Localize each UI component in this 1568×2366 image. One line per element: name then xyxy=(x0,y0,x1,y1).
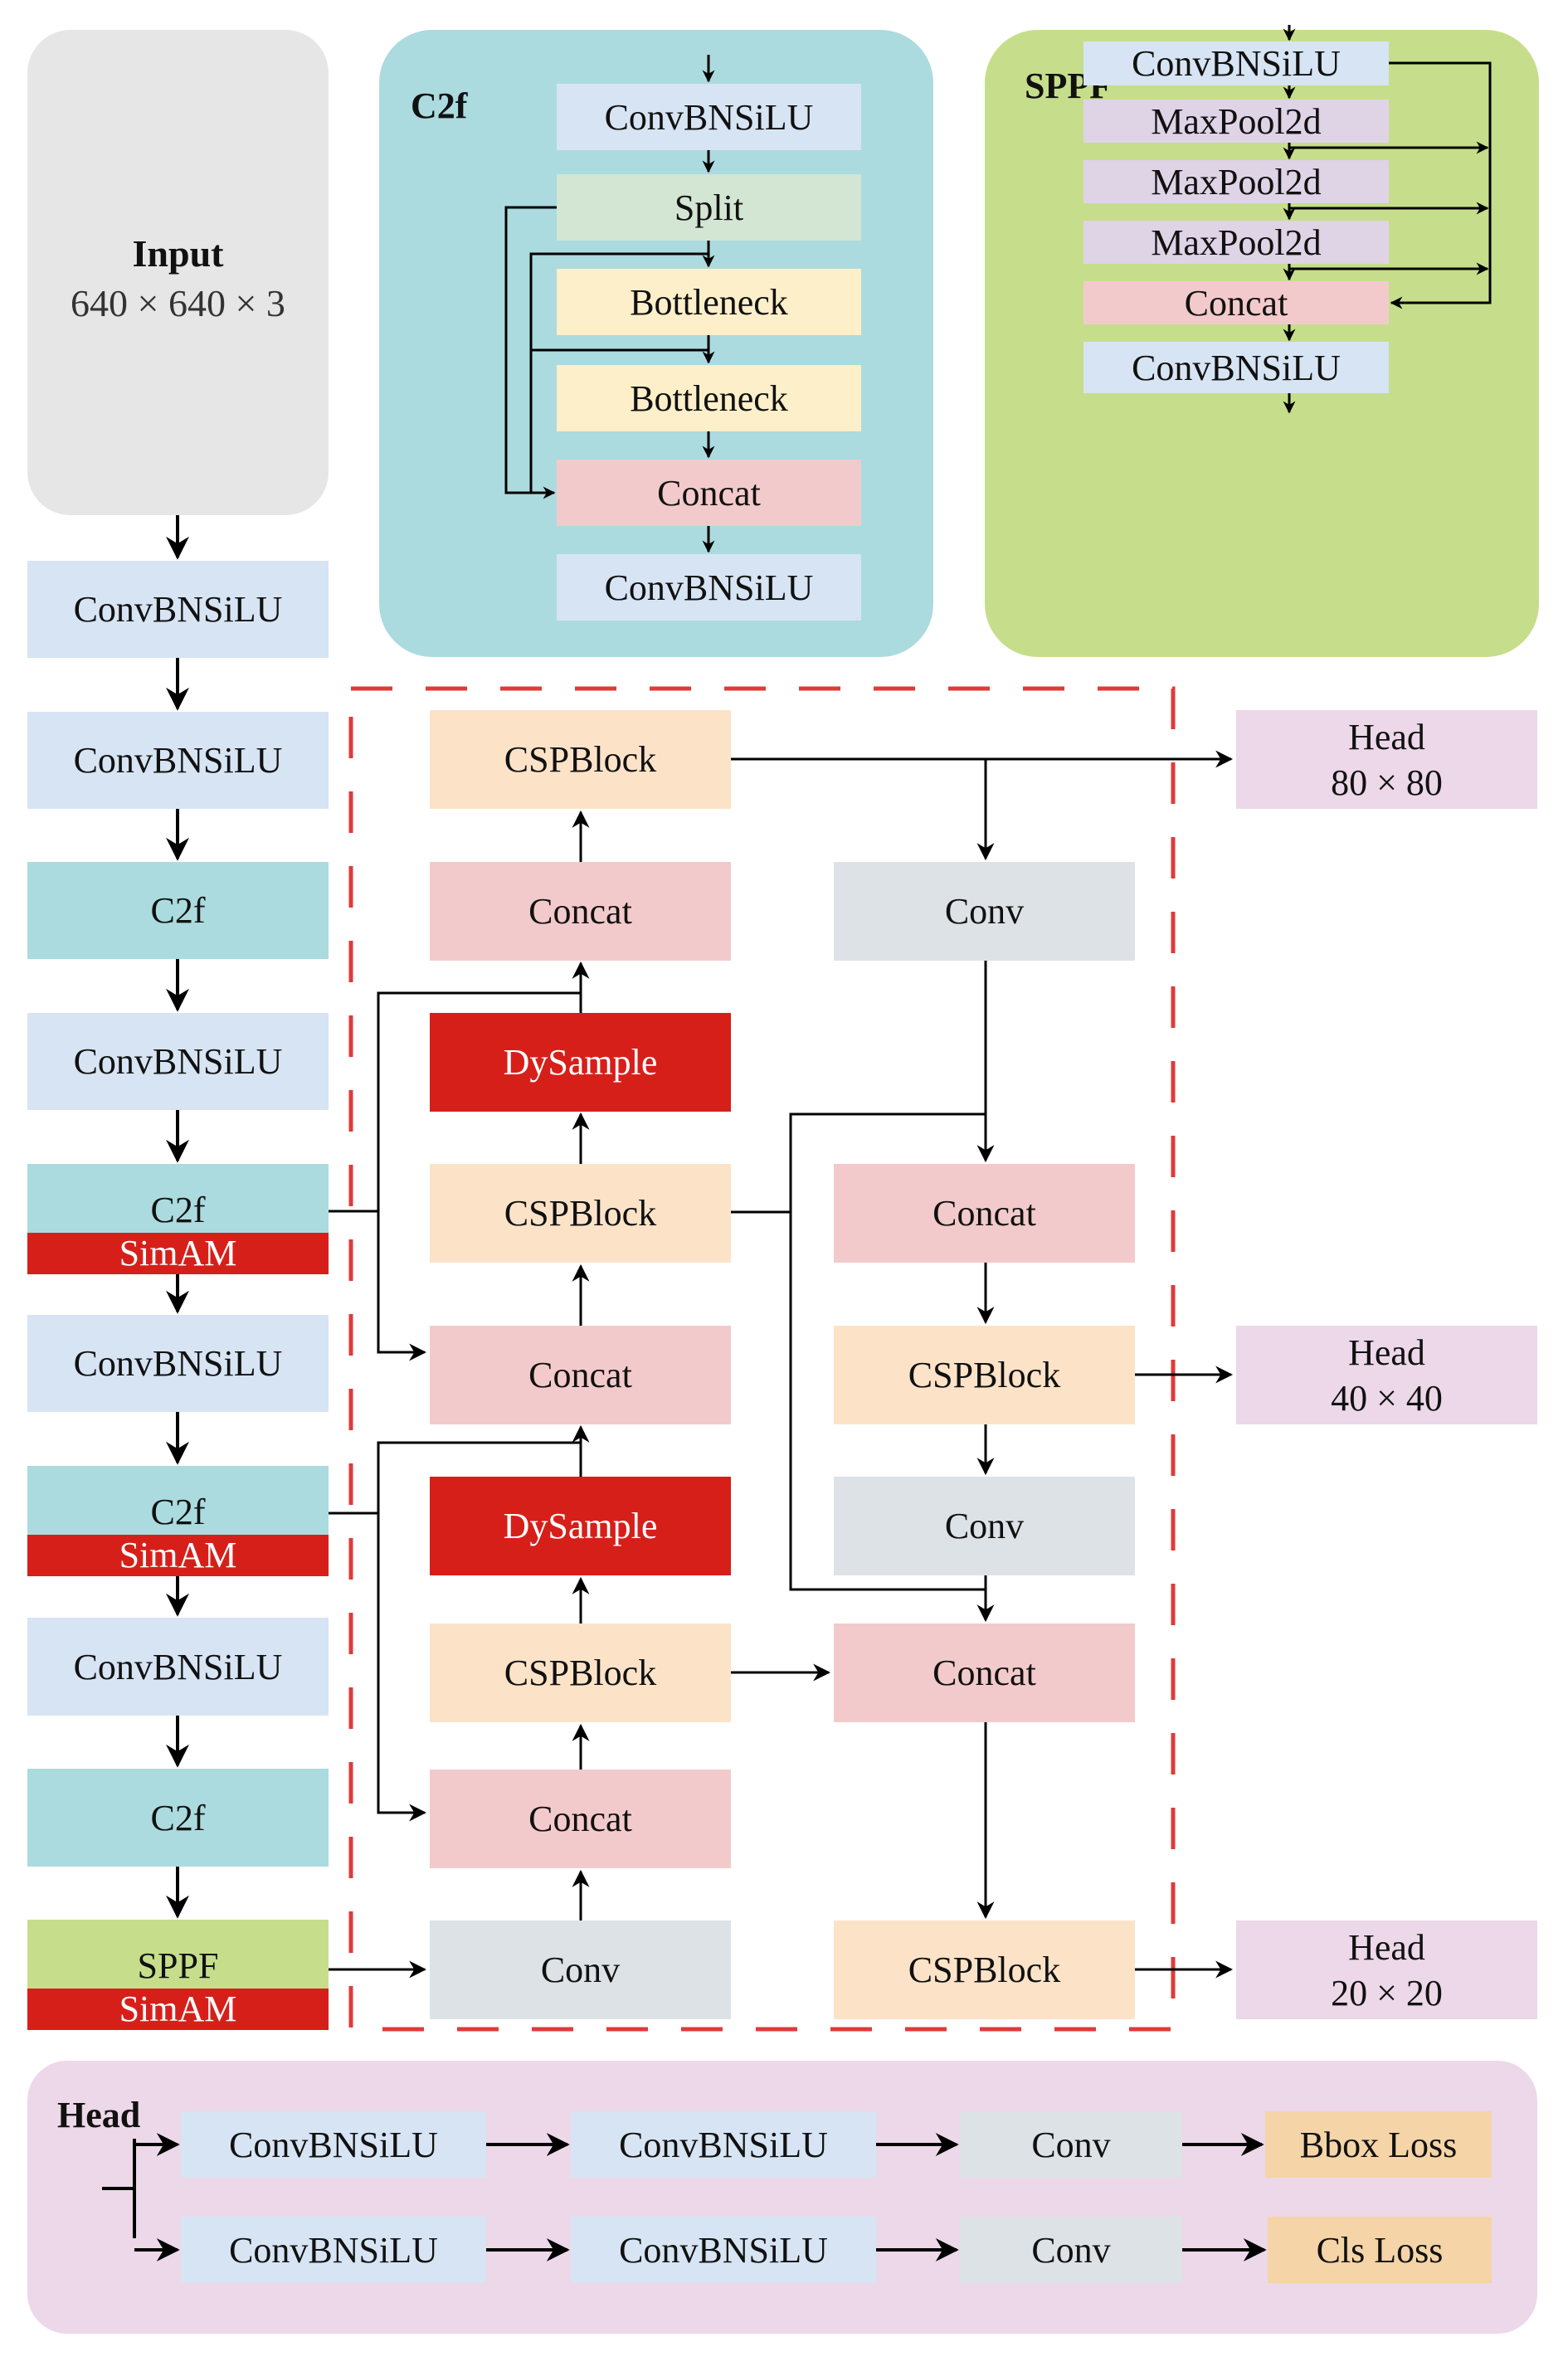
head-row2-cls-loss: Cls Loss xyxy=(1268,2217,1492,2283)
simam-badge: SimAM xyxy=(27,1989,329,2030)
sppf-block-maxpool-2: MaxPool2d xyxy=(1083,160,1389,203)
backbone-c2f-simam-1: C2f SimAM xyxy=(27,1164,329,1274)
backbone-c2f-simam-2: C2f SimAM xyxy=(27,1466,329,1576)
c2f-block-concat: Concat xyxy=(557,460,861,526)
neck-dysample-1: DySample xyxy=(430,1013,731,1112)
head-20: Head 20 × 20 xyxy=(1236,1921,1537,2019)
head-row2-convbnsilu-1: ConvBNSiLU xyxy=(181,2217,486,2283)
neck-dashed-border xyxy=(348,686,1176,2032)
neck-concat-3: Concat xyxy=(430,1770,731,1868)
c2f-block-split: Split xyxy=(557,174,861,241)
neck-dysample-2: DySample xyxy=(430,1477,731,1575)
sppf-block-conv-out: ConvBNSiLU xyxy=(1083,342,1389,393)
input-panel: Input 640 × 640 × 3 xyxy=(27,30,329,515)
head-row1-convbnsilu-2: ConvBNSiLU xyxy=(571,2111,876,2178)
c2f-panel-title: C2f xyxy=(411,85,468,126)
head-title: Head xyxy=(1348,1331,1425,1373)
pan-concat-1: Concat xyxy=(834,1164,1135,1263)
pan-csp-1: CSPBlock xyxy=(834,1326,1135,1424)
backbone-convbnsilu-4: ConvBNSiLU xyxy=(27,1315,329,1412)
c2f-label: C2f xyxy=(150,1492,206,1532)
backbone-c2f-2: C2f xyxy=(27,1769,329,1867)
head-title: Head xyxy=(1348,1926,1425,1968)
head-row1-conv: Conv xyxy=(960,2111,1182,2178)
simam-badge: SimAM xyxy=(27,1233,329,1274)
head-row2-convbnsilu-2: ConvBNSiLU xyxy=(571,2217,876,2283)
head-40: Head 40 × 40 xyxy=(1236,1326,1537,1424)
backbone-convbnsilu-5: ConvBNSiLU xyxy=(27,1618,329,1716)
neck-concat-1: Concat xyxy=(430,862,731,961)
c2f-block-conv-out: ConvBNSiLU xyxy=(557,554,861,621)
sppf-block-maxpool-1: MaxPool2d xyxy=(1083,100,1389,143)
head-row2-conv: Conv xyxy=(960,2217,1182,2283)
c2f-block-bottleneck-2: Bottleneck xyxy=(557,365,861,431)
c2f-block-conv-in: ConvBNSiLU xyxy=(557,84,861,150)
backbone-c2f-1: C2f xyxy=(27,862,329,959)
simam-badge: SimAM xyxy=(27,1535,329,1576)
backbone-convbnsilu-1: ConvBNSiLU xyxy=(27,561,329,658)
head-size: 80 × 80 xyxy=(1331,762,1443,803)
sppf-block-conv-in: ConvBNSiLU xyxy=(1083,41,1389,85)
pan-conv-1: Conv xyxy=(834,862,1135,961)
neck-csp-3: CSPBlock xyxy=(430,1624,731,1722)
sppf-label: SPPF xyxy=(137,1945,219,1986)
neck-conv-bottom: Conv xyxy=(430,1921,731,2019)
sppf-block-maxpool-3: MaxPool2d xyxy=(1083,221,1389,264)
head-80: Head 80 × 80 xyxy=(1236,710,1537,809)
head-size: 20 × 20 xyxy=(1331,1972,1443,2013)
input-title: Input xyxy=(132,232,224,275)
c2f-label: C2f xyxy=(150,1190,206,1230)
head-panel: Head xyxy=(27,2061,1537,2334)
neck-csp-2: CSPBlock xyxy=(430,1164,731,1263)
head-size: 40 × 40 xyxy=(1331,1377,1443,1419)
backbone-convbnsilu-3: ConvBNSiLU xyxy=(27,1013,329,1110)
neck-csp-top: CSPBlock xyxy=(430,710,731,809)
pan-conv-2: Conv xyxy=(834,1477,1135,1575)
head-title: Head xyxy=(1348,716,1425,757)
pan-csp-2: CSPBlock xyxy=(834,1921,1135,2019)
input-size: 640 × 640 × 3 xyxy=(71,282,285,324)
head-row1-bbox-loss: Bbox Loss xyxy=(1265,2111,1492,2178)
head-row1-convbnsilu-1: ConvBNSiLU xyxy=(181,2111,486,2178)
c2f-block-bottleneck-1: Bottleneck xyxy=(557,269,861,335)
head-panel-title: Head xyxy=(57,2095,141,2135)
neck-concat-2: Concat xyxy=(430,1326,731,1424)
pan-concat-2: Concat xyxy=(834,1624,1135,1722)
backbone-sppf-simam: SPPF SimAM xyxy=(27,1920,329,2030)
sppf-block-concat: Concat xyxy=(1083,281,1389,324)
backbone-convbnsilu-2: ConvBNSiLU xyxy=(27,712,329,809)
